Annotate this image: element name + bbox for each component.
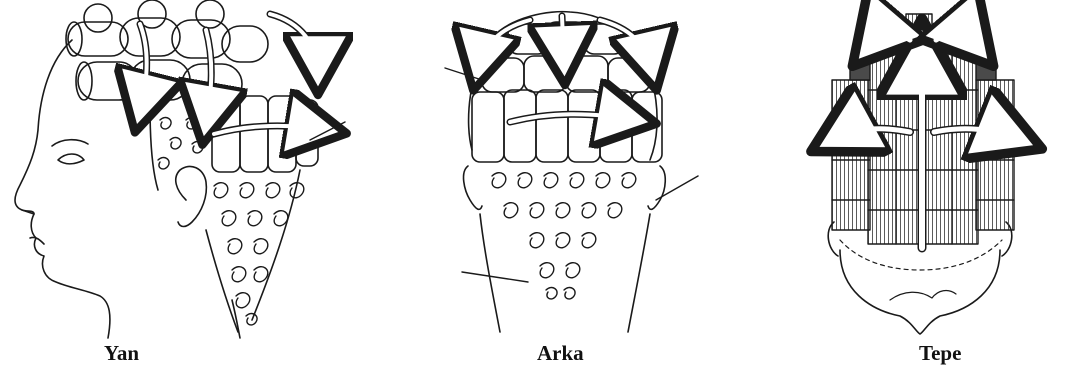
back-view-panel: Arka xyxy=(360,0,720,381)
head-outline xyxy=(840,250,1000,334)
left-ear xyxy=(464,166,482,209)
pin-curls xyxy=(158,118,304,325)
top-view-panel: Tepe xyxy=(720,0,1065,381)
lips xyxy=(30,237,44,244)
pointer-right xyxy=(656,176,698,200)
face-profile xyxy=(15,40,110,338)
pointer-left-bottom xyxy=(462,272,528,282)
caption-back-view: Arka xyxy=(537,341,584,366)
vertical-rollers xyxy=(472,90,662,162)
hairline xyxy=(150,106,300,332)
eyebrow xyxy=(52,140,88,146)
top-view-illustration xyxy=(720,0,1065,340)
side-view-panel: Yan xyxy=(0,0,360,381)
back-view-illustration xyxy=(360,0,720,340)
eye xyxy=(58,154,84,164)
top-rollers xyxy=(66,0,268,104)
neck xyxy=(480,214,650,332)
forehead-line xyxy=(890,291,956,300)
right-ear xyxy=(648,166,665,209)
side-view-illustration xyxy=(0,0,360,340)
caption-top-view: Tepe xyxy=(919,341,961,366)
caption-side-view: Yan xyxy=(104,341,139,366)
ear xyxy=(176,166,207,226)
